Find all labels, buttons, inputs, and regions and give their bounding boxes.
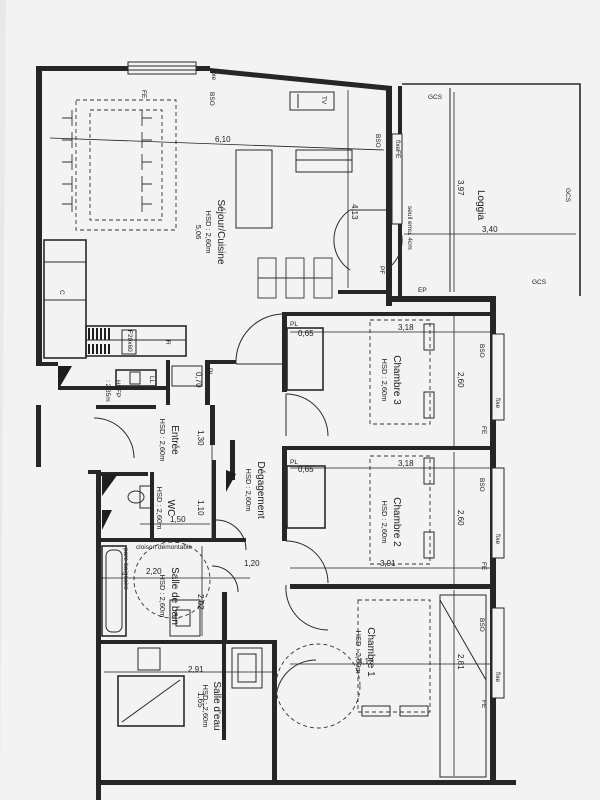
label-wc-hsd: HSD : 2,60m <box>155 487 164 530</box>
dimension-lines <box>49 90 576 776</box>
dim-318b: 3,18 <box>398 459 414 468</box>
dim-070: 0,70 <box>194 372 203 388</box>
label-chambre1: Chambre 1 <box>365 627 376 677</box>
label-fe4: FE <box>480 700 487 709</box>
dim-413: 4,13 <box>350 204 359 220</box>
label-fe5: FE <box>394 150 401 159</box>
label-degagement: Dégagement <box>255 461 266 518</box>
label-chambre2-hsd: HSD : 2,60m <box>380 501 389 544</box>
label-gcs2: GCS <box>564 188 571 203</box>
dim-260a: 2,60 <box>456 372 465 388</box>
dim-065a: 0,65 <box>298 329 314 338</box>
annotation-labels: GCS GCS GCS BSO BSO BSO BSO BSO fixe fix… <box>58 70 571 709</box>
right-windows <box>391 133 505 699</box>
label-pl1: PL <box>206 368 213 376</box>
label-fixe2: fixe <box>394 140 401 151</box>
bath-furniture <box>101 485 263 727</box>
label-hsfp: HSFP <box>114 380 121 397</box>
label-li: LL <box>148 376 155 384</box>
label-sdb: Salle de bain <box>169 567 180 625</box>
label-chambre2: Chambre 2 <box>391 497 402 547</box>
label-sde: Salle d'eau <box>211 681 222 730</box>
label-ep: EP <box>418 287 427 294</box>
dim-281: 2,81 <box>456 654 465 670</box>
dim-610: 6,10 <box>215 135 231 144</box>
dim-202: 2,02 <box>196 594 205 610</box>
room-labels: Séjour/Cuisine HSD : 2,60m 5,06 Loggia E… <box>155 190 486 731</box>
dimension-labels: 6,10 4,13 3,97 3,40 3,18 0,65 2,60 3,18 … <box>146 135 498 708</box>
dim-260b: 2,60 <box>456 510 465 526</box>
living-furniture <box>43 91 353 387</box>
dim-165: 1,65 <box>196 692 205 708</box>
label-pare: pare-baignoire <box>122 548 129 590</box>
label-tv: TV <box>320 96 327 105</box>
dim-412: 4,12 <box>358 657 374 666</box>
label-sde-hsd: HSD : 2,60m <box>201 685 210 728</box>
label-fe2: FE <box>480 426 487 435</box>
dim-150: 1,50 <box>170 515 186 524</box>
dim-120: 1,20 <box>244 559 260 568</box>
bedroom-furniture <box>275 319 487 778</box>
label-cloison: cloison démontable <box>136 544 192 551</box>
label-loggia: Loggia <box>475 190 486 220</box>
label-bso1: BSO <box>208 92 215 106</box>
label-chambre3-hsd: HSD : 2,60m <box>380 359 389 402</box>
label-c: C <box>58 290 65 295</box>
dim-291: 2,91 <box>188 665 204 674</box>
label-pl2: PL <box>290 321 298 328</box>
dim-220: 2,20 <box>146 567 162 576</box>
loggia-outline <box>402 83 581 296</box>
label-fe1: FE <box>140 90 147 99</box>
door-swings <box>93 209 403 701</box>
label-sejour-dim: 5,06 <box>194 225 203 240</box>
label-fixe1: fixe <box>210 70 217 81</box>
label-gcs1: GCS <box>428 94 443 101</box>
dim-065b: 0,65 <box>298 465 314 474</box>
label-fixe3: fixe <box>494 398 501 409</box>
dim-340: 3,40 <box>482 225 498 234</box>
label-entree-hsd: HSD : 2,60m <box>158 419 167 462</box>
label-chambre1-hsd: HSD : 2,60m <box>354 631 363 674</box>
label-sdb-hsd: HSD : 2,60m <box>158 575 167 618</box>
dim-110: 1,10 <box>196 500 205 516</box>
label-fixe4: fixe <box>494 534 501 545</box>
label-r: R <box>164 340 171 345</box>
label-pl3: PL <box>290 459 298 466</box>
label-sejour-hsd: HSD : 2,60m <box>204 211 213 254</box>
label-pf: PF <box>378 266 385 274</box>
top-window <box>127 61 197 75</box>
label-bso5: BSO <box>478 618 485 632</box>
label-wc: WC <box>165 500 176 517</box>
label-bso3: BSO <box>478 344 485 358</box>
dim-130: 1,30 <box>196 430 205 446</box>
label-hsfp-val: : 2,35m <box>104 380 111 402</box>
label-gcs3: GCS <box>532 279 547 286</box>
dim-397: 3,97 <box>456 180 465 196</box>
label-f20: F20x60 <box>126 330 133 352</box>
label-bso2: BSO <box>374 134 381 148</box>
dim-318a: 3,18 <box>398 323 414 332</box>
dim-391: 3,91 <box>380 559 396 568</box>
label-fe3: FE <box>480 562 487 571</box>
wall-hatching <box>58 366 236 530</box>
label-degagement-hsd: HSD : 2,60m <box>244 469 253 512</box>
label-chambre3: Chambre 3 <box>391 355 402 405</box>
label-sejour: Séjour/Cuisine <box>215 199 226 264</box>
label-entree: Entrée <box>169 425 180 455</box>
label-fixe5: fixe <box>494 672 501 683</box>
label-bso4: BSO <box>478 478 485 492</box>
label-seuil: seuil emu. 4cm <box>406 206 413 250</box>
